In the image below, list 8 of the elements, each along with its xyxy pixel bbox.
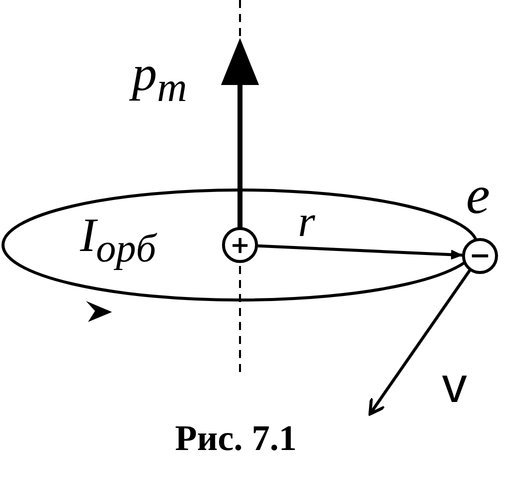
charge-circle: − (462, 238, 498, 274)
caption: Рис. 7.1 (175, 420, 297, 456)
current-label: I$_{орб}$ (80, 212, 156, 269)
edge-label: r (298, 200, 316, 244)
velocity-label: v (442, 360, 467, 410)
charge-label: e (466, 168, 490, 222)
charge-circle: + (222, 227, 258, 263)
radius-arrow (258, 244, 464, 260)
